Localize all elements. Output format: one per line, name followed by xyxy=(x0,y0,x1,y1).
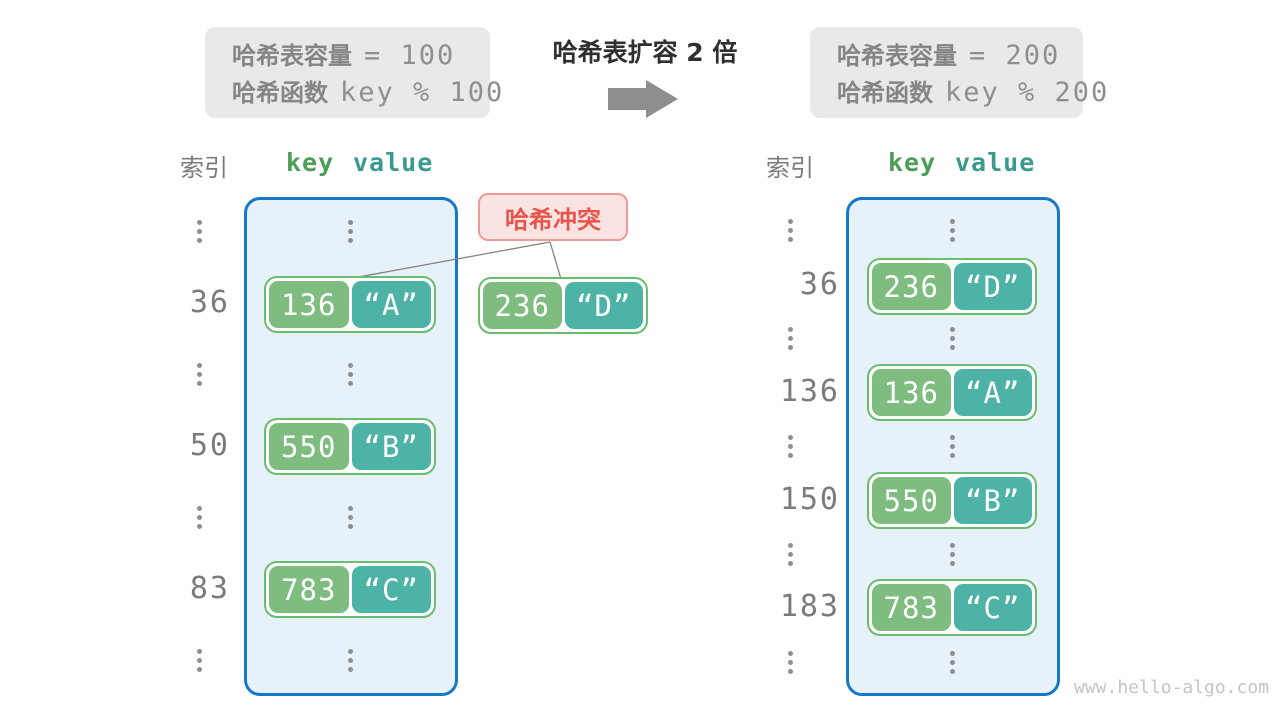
kv-pair-collision: 236 “D” xyxy=(478,277,648,334)
index-label: 136 xyxy=(779,374,840,409)
kv-pair: 783 “C” xyxy=(264,561,436,618)
vertical-ellipsis-icon xyxy=(348,363,353,386)
vertical-ellipsis-icon xyxy=(950,327,955,350)
vertical-ellipsis-icon xyxy=(950,435,955,458)
index-label: 36 xyxy=(189,285,230,320)
pair-value: “B” xyxy=(351,423,431,470)
capacity-label: 哈希表容量 xyxy=(837,42,957,70)
value-header-right: value xyxy=(955,148,1036,177)
hash-collision-label: 哈希冲突 xyxy=(505,205,601,234)
capacity-box-left: 哈希表容量 = 100 哈希函数 key % 100 xyxy=(205,27,502,118)
vertical-ellipsis-icon xyxy=(950,543,955,566)
vertical-ellipsis-icon xyxy=(950,651,955,674)
pair-key: 136 xyxy=(872,369,951,416)
key-header-left: key xyxy=(286,148,335,177)
pair-key: 236 xyxy=(872,263,951,310)
vertical-ellipsis-icon xyxy=(197,506,202,529)
pair-key: 136 xyxy=(269,281,349,328)
pair-value: “D” xyxy=(953,263,1032,310)
capacity-value: = 100 xyxy=(364,40,456,71)
pair-key: 236 xyxy=(483,282,562,329)
vertical-ellipsis-icon xyxy=(197,363,202,386)
pair-value: “D” xyxy=(564,282,643,329)
kv-pair: 236 “D” xyxy=(867,258,1037,315)
capacity-box-right: 哈希表容量 = 200 哈希函数 key % 200 xyxy=(810,27,1107,118)
vertical-ellipsis-icon xyxy=(197,649,202,672)
right-arrow-icon xyxy=(608,80,678,118)
pair-value: “A” xyxy=(953,369,1032,416)
key-header-right: key xyxy=(888,148,937,177)
diagram-title: 哈希表扩容 2 倍 xyxy=(552,38,738,67)
capacity-line-2: 哈希函数 key % 200 xyxy=(837,74,1107,111)
kv-pair: 136 “A” xyxy=(867,364,1037,421)
pair-value: “A” xyxy=(351,281,431,328)
capacity-line-2: 哈希函数 key % 100 xyxy=(232,74,502,111)
vertical-ellipsis-icon xyxy=(788,219,793,242)
index-label: 150 xyxy=(779,482,840,517)
kv-pair: 136 “A” xyxy=(264,276,436,333)
pair-value: “C” xyxy=(351,566,431,613)
pair-key: 783 xyxy=(872,584,951,631)
vertical-ellipsis-icon xyxy=(197,220,202,243)
value-header-left: value xyxy=(353,148,434,177)
capacity-value: = 200 xyxy=(969,40,1061,71)
index-header-left: 索引 xyxy=(180,154,228,182)
hash-function-expr: key % 200 xyxy=(945,77,1110,108)
index-header-right: 索引 xyxy=(766,154,814,182)
kv-pair: 550 “B” xyxy=(264,418,436,475)
vertical-ellipsis-icon xyxy=(950,219,955,242)
hash-function-expr: key % 100 xyxy=(340,77,505,108)
pair-value: “B” xyxy=(953,477,1032,524)
pair-key: 550 xyxy=(269,423,349,470)
pair-key: 783 xyxy=(269,566,349,613)
vertical-ellipsis-icon xyxy=(788,543,793,566)
hash-collision-callout: 哈希冲突 xyxy=(478,193,628,241)
capacity-line-1: 哈希表容量 = 100 xyxy=(232,37,490,74)
capacity-line-1: 哈希表容量 = 200 xyxy=(837,37,1083,74)
index-label: 183 xyxy=(779,589,840,624)
vertical-ellipsis-icon xyxy=(348,649,353,672)
index-label: 36 xyxy=(799,267,840,302)
capacity-label: 哈希表容量 xyxy=(232,42,352,70)
vertical-ellipsis-icon xyxy=(788,435,793,458)
vertical-ellipsis-icon xyxy=(788,327,793,350)
hash-function-label: 哈希函数 xyxy=(837,79,933,107)
vertical-ellipsis-icon xyxy=(348,220,353,243)
index-label: 83 xyxy=(189,571,230,606)
vertical-ellipsis-icon xyxy=(788,651,793,674)
pair-key: 550 xyxy=(872,477,951,524)
pair-value: “C” xyxy=(953,584,1032,631)
hash-function-label: 哈希函数 xyxy=(232,79,328,107)
index-label: 50 xyxy=(189,428,230,463)
vertical-ellipsis-icon xyxy=(348,506,353,529)
kv-pair: 783 “C” xyxy=(867,579,1037,636)
watermark: www.hello-algo.com xyxy=(1074,677,1270,698)
kv-pair: 550 “B” xyxy=(867,472,1037,529)
